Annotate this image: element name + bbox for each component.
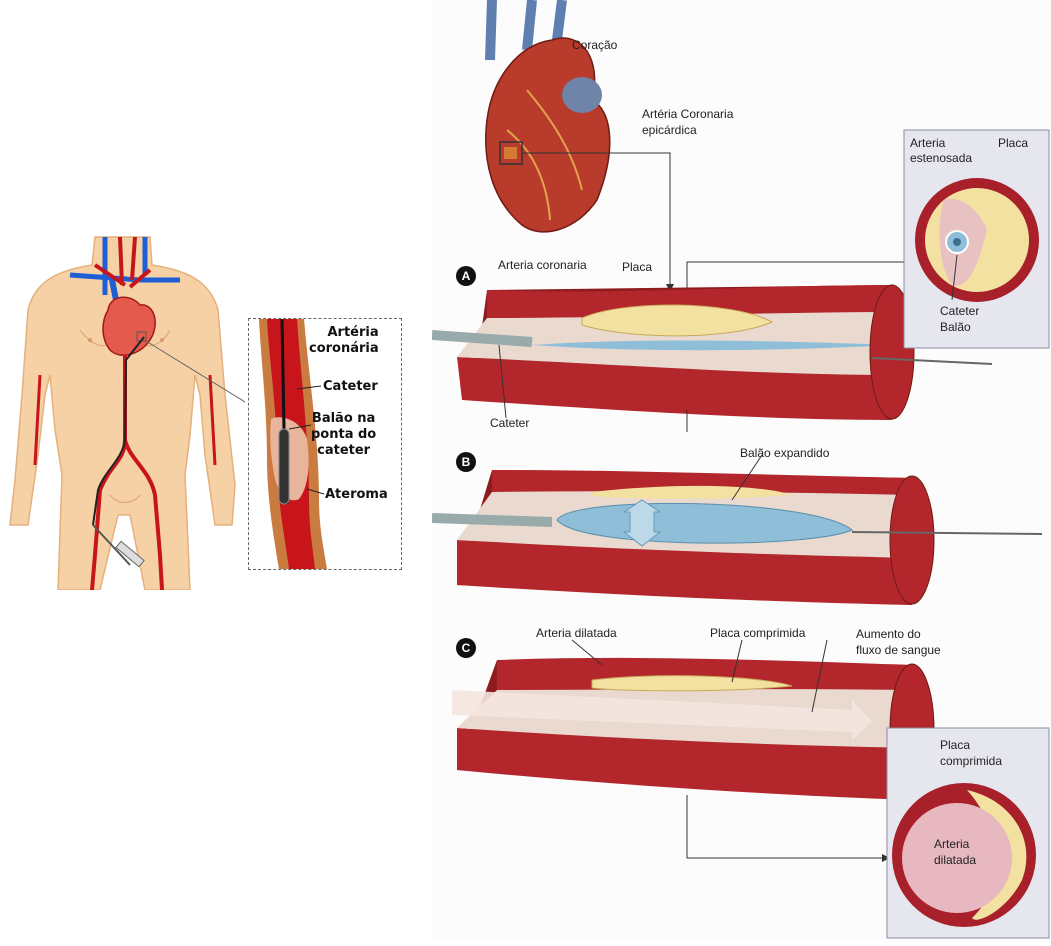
vessel-step-b xyxy=(432,455,1042,605)
label-cross-compressed-plaque: Placa comprimida xyxy=(940,737,1002,769)
cross-top-balloon-core xyxy=(953,238,961,246)
leader-atheroma xyxy=(307,489,324,494)
body-illustration-panel xyxy=(0,225,245,590)
label-plaque-a: Placa xyxy=(622,260,652,274)
body-figure xyxy=(0,225,245,590)
leader-balloon xyxy=(289,425,311,429)
label-catheter-a: Cateter xyxy=(490,416,529,430)
label-coronary-artery-a: Arteria coronaria xyxy=(498,258,587,272)
artery-inset: Artéria coronária Cateter Balão na ponta… xyxy=(248,318,402,570)
label-epicardial-artery: Artéria Coronaria epicárdica xyxy=(642,106,733,138)
vessel-b-end xyxy=(890,476,934,604)
right-atrium xyxy=(562,77,602,113)
angioplasty-steps-panel: A B C Coração Artéria Coronaria epicárdi… xyxy=(432,0,1051,941)
catheter-sheath-b xyxy=(432,518,552,522)
heart-illustration xyxy=(486,0,610,232)
label-balloon-expanded: Balão expandido xyxy=(740,446,829,460)
label-cross-dilated-artery: Arteria dilatada xyxy=(934,836,976,868)
label-stenosed-artery: Arteria estenosada xyxy=(910,136,972,166)
inset-leader-lines xyxy=(249,319,401,569)
heart-region-fill xyxy=(504,147,517,159)
connector-to-cross-bottom xyxy=(687,795,887,858)
label-blood-flow: Aumento do fluxo de sangue xyxy=(856,626,941,658)
label-cross-catheter-balloon: Cateter Balão xyxy=(940,303,979,335)
nipple xyxy=(88,338,92,342)
vessel-step-c xyxy=(452,640,934,862)
step-letter-b: B xyxy=(456,452,476,472)
label-compressed-plaque: Placa comprimida xyxy=(710,626,805,640)
catheter-sheath-a xyxy=(432,335,532,342)
nipple xyxy=(160,338,164,342)
label-heart: Coração xyxy=(572,38,617,52)
label-cross-plaque: Placa xyxy=(998,136,1028,150)
leader-catheter xyxy=(297,386,321,389)
body-silhouette xyxy=(10,237,235,590)
label-dilated-artery: Arteria dilatada xyxy=(536,626,617,640)
step-letter-c: C xyxy=(456,638,476,658)
step-letter-a: A xyxy=(456,266,476,286)
